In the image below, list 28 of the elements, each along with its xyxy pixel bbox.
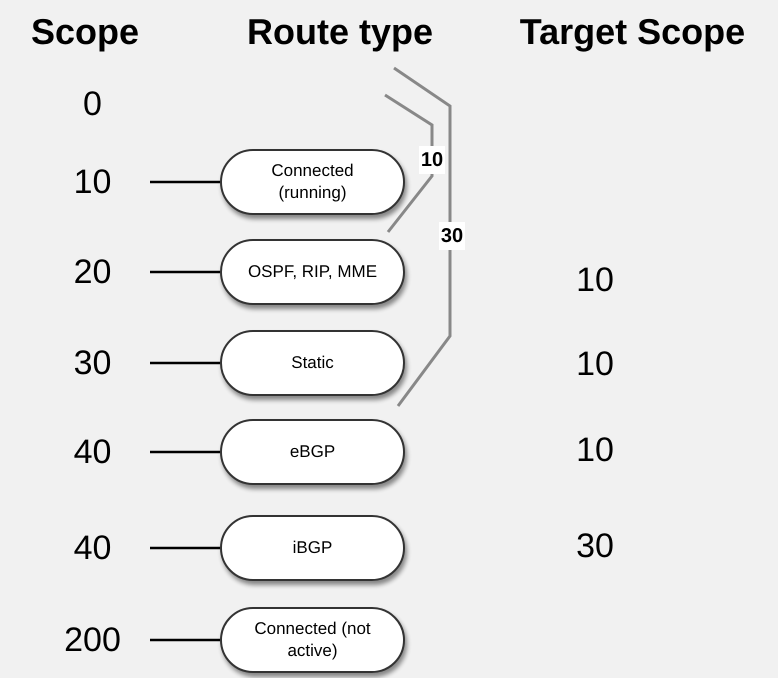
route-type-pill: OSPF, RIP, MME [220,239,405,305]
connector-line [150,638,220,642]
connector-line [150,546,220,550]
connector-line [150,450,220,454]
route-type-pill: iBGP [220,515,405,581]
route-type-pill: Connected (running) [220,149,405,215]
scope-value: 200 [40,616,145,664]
route-type-pill: Connected (not active) [220,607,405,673]
target-scope-value: 30 [576,526,614,567]
scope-value: 0 [83,84,102,125]
scope-value: 30 [40,339,145,387]
scope-value: 10 [40,158,145,206]
target-scope-value: 10 [576,344,614,385]
target-scope-value: 10 [576,260,614,301]
target-scope-value: 10 [576,430,614,471]
column-header: Route type [246,10,433,54]
bracket-label: 10 [418,146,446,174]
bracket-label: 30 [438,222,466,250]
scope-value: 20 [40,248,145,296]
column-header: Scope [30,10,140,54]
connector-line [150,270,220,274]
route-type-pill: Static [220,330,405,396]
column-header: Target Scope [520,10,746,54]
route-type-pill: eBGP [220,419,405,485]
scope-value: 40 [40,428,145,476]
scope-value: 40 [40,524,145,572]
connector-line [150,362,220,364]
connector-line [150,180,220,184]
